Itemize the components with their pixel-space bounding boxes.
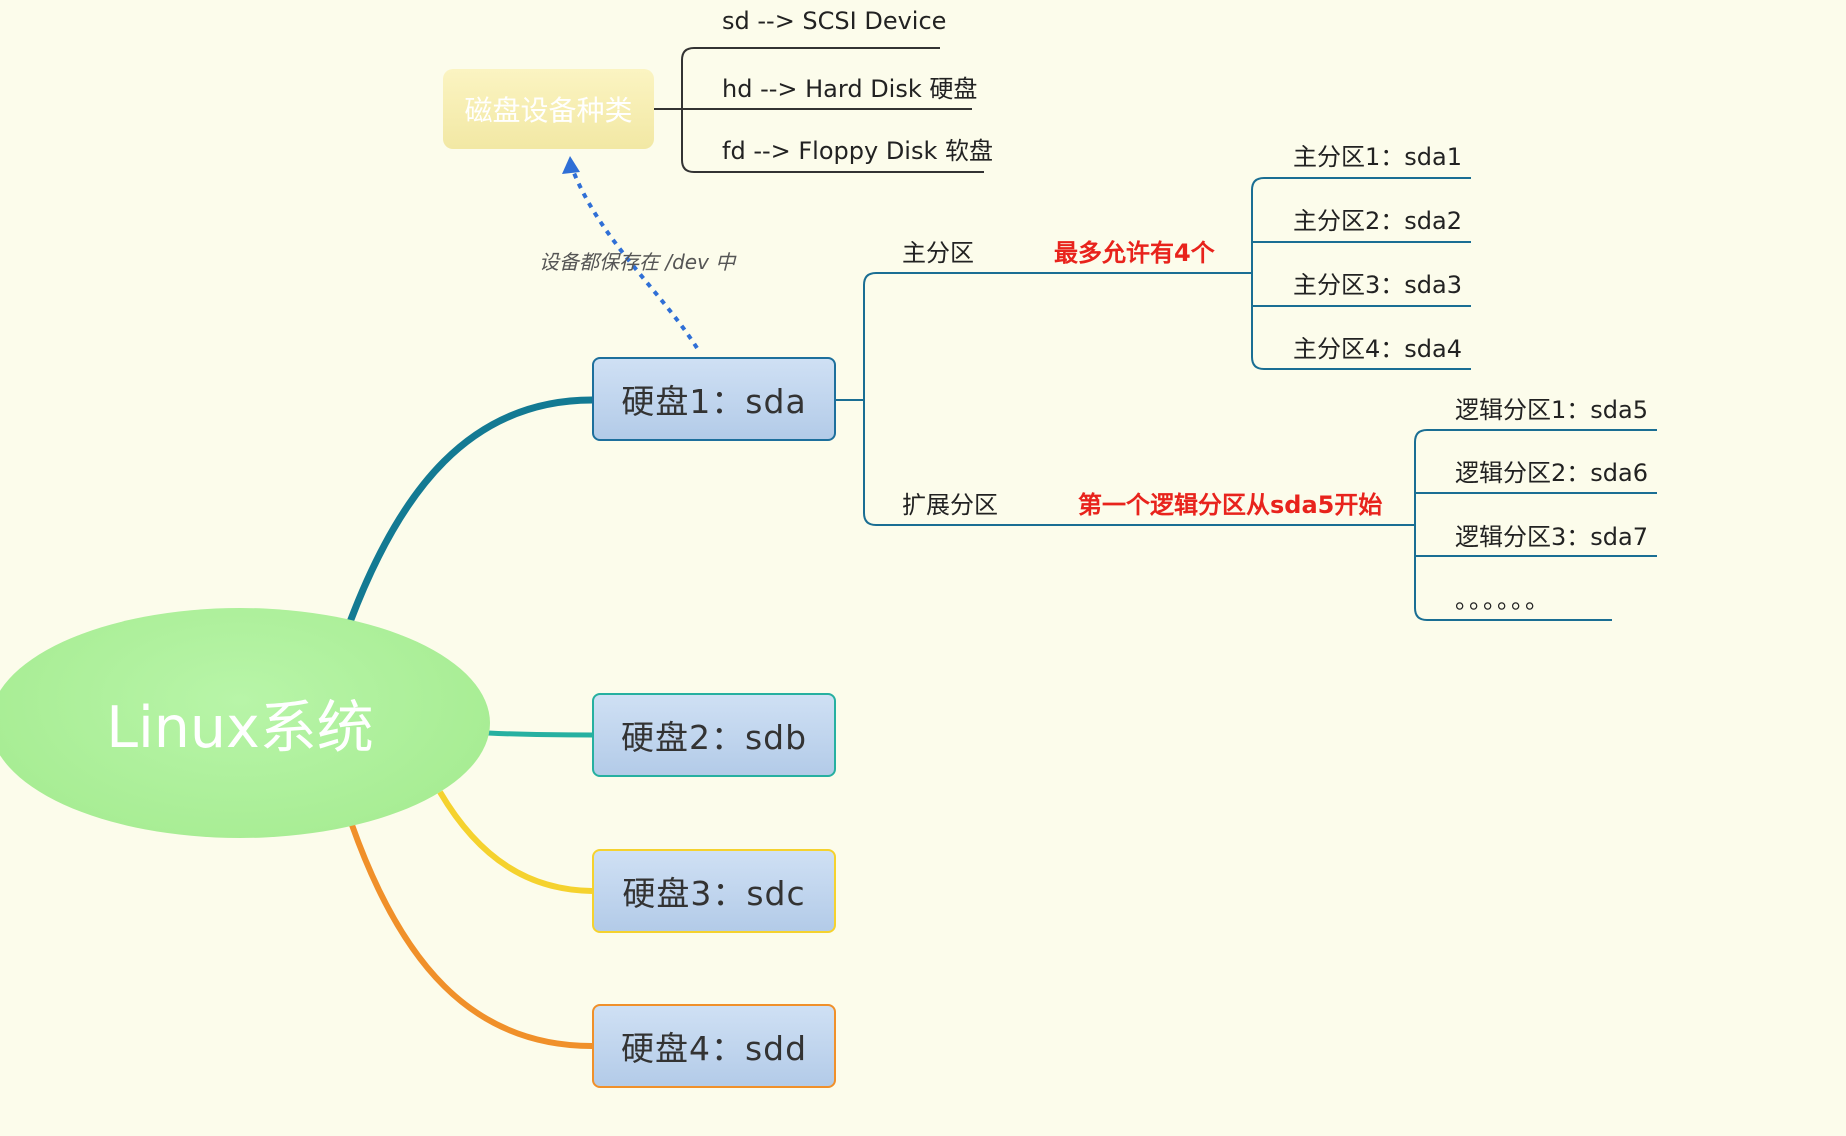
primary-partition-item[interactable]: 主分区4：sda4 [1293, 335, 1462, 363]
disk-type-label: 磁盘设备种类 [464, 94, 633, 127]
relation-note: 设备都保存在 /dev 中 [539, 250, 736, 274]
relation-arrow-head [562, 156, 580, 174]
disk-label: 硬盘3：sdc [622, 874, 806, 913]
primary-partition-item[interactable]: 主分区1：sda1 [1293, 143, 1462, 171]
disk-node-sdd[interactable]: 硬盘4：sdd [592, 1004, 836, 1088]
logical-partition-item[interactable]: 。。。。。。 [1455, 586, 1551, 614]
branch-sdc [437, 790, 593, 894]
logical-partition-item[interactable]: 逻辑分区2：sda6 [1455, 459, 1648, 487]
logical-partition-item[interactable]: 逻辑分区3：sda7 [1455, 523, 1648, 551]
disk-type-item[interactable]: fd --> Floppy Disk 软盘 [722, 137, 994, 165]
disk-node-sdb[interactable]: 硬盘2：sdb [592, 693, 836, 777]
relation-arrow-line [570, 167, 699, 350]
extended-partition-node[interactable]: 扩展分区 [902, 491, 998, 519]
disk-node-sda[interactable]: 硬盘1：sda [592, 357, 836, 441]
primary-partition-item[interactable]: 主分区3：sda3 [1293, 271, 1462, 299]
logical-partition-item[interactable]: 逻辑分区1：sda5 [1455, 396, 1648, 424]
branch-sdb [487, 730, 593, 738]
root-label: Linux系统 [106, 695, 374, 761]
disk-type-item[interactable]: sd --> SCSI Device [722, 7, 947, 35]
disk-label: 硬盘2：sdb [620, 718, 808, 757]
disk-node-sdc[interactable]: 硬盘3：sdc [592, 849, 836, 933]
primary-partition-note: 最多允许有4个 [1054, 239, 1215, 267]
branch-sda [346, 396, 593, 624]
disk-type-item[interactable]: hd --> Hard Disk 硬盘 [722, 75, 978, 103]
branch-sdd [349, 823, 593, 1049]
disk-type-node[interactable]: 磁盘设备种类 [443, 69, 654, 149]
root-node[interactable]: Linux系统 [0, 608, 490, 838]
primary-partition-node[interactable]: 主分区 [902, 239, 974, 267]
disk-label: 硬盘1：sda [621, 382, 807, 421]
extended-partition-note: 第一个逻辑分区从sda5开始 [1078, 491, 1383, 519]
disk-label: 硬盘4：sdd [620, 1029, 808, 1068]
primary-partition-item[interactable]: 主分区2：sda2 [1293, 207, 1462, 235]
